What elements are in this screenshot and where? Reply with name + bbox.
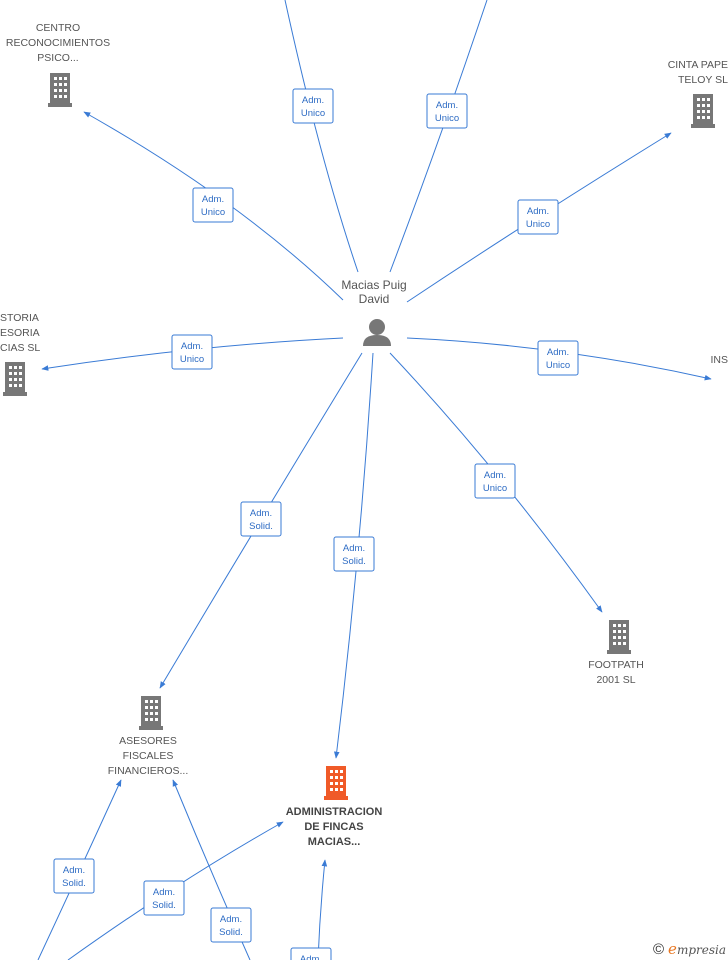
svg-text:Unico: Unico: [180, 354, 204, 365]
svg-text:Solid.: Solid.: [152, 900, 176, 911]
svg-text:Adm.: Adm.: [220, 914, 242, 925]
role-label-asesores: Adm. Solid.: [240, 501, 282, 537]
role-label-gestoria: Adm. Unico: [171, 334, 213, 370]
building-icon-asesores[interactable]: [139, 696, 163, 730]
role-label-bottom-4: Adm.: [290, 947, 332, 960]
svg-text:Adm.: Adm.: [181, 341, 203, 352]
svg-text:Adm.: Adm.: [300, 954, 322, 960]
role-label-top-right: Adm. Unico: [426, 93, 468, 129]
svg-text:Solid.: Solid.: [219, 927, 243, 938]
role-label-bottom-3: Adm. Solid.: [210, 907, 252, 943]
svg-text:Adm.: Adm.: [63, 865, 85, 876]
building-icon-administracion[interactable]: [324, 766, 348, 800]
svg-text:Adm.: Adm.: [250, 508, 272, 519]
building-icon-footpath[interactable]: [607, 620, 631, 654]
svg-text:Solid.: Solid.: [249, 521, 273, 532]
role-label-administracion: Adm. Solid.: [333, 536, 375, 572]
copyright-footer: © empresia: [653, 940, 726, 958]
person-icon[interactable]: [363, 319, 391, 346]
svg-text:Adm.: Adm.: [302, 95, 324, 106]
svg-text:Adm.: Adm.: [436, 100, 458, 111]
edge-bottom-to-administracion-2: [317, 859, 328, 960]
svg-text:Unico: Unico: [526, 219, 550, 230]
svg-text:Unico: Unico: [301, 108, 325, 119]
svg-text:Unico: Unico: [546, 360, 570, 371]
building-icon-centro[interactable]: [48, 73, 72, 107]
role-label-centro: Adm. Unico: [192, 187, 234, 223]
svg-text:Unico: Unico: [201, 207, 225, 218]
role-label-footpath: Adm. Unico: [474, 463, 516, 499]
svg-text:Adm.: Adm.: [547, 347, 569, 358]
role-label-cinta: Adm. Unico: [517, 199, 559, 235]
svg-text:Adm.: Adm.: [527, 206, 549, 217]
svg-text:Adm.: Adm.: [202, 194, 224, 205]
building-icon-cinta[interactable]: [691, 94, 715, 128]
svg-text:Adm.: Adm.: [484, 470, 506, 481]
brand-logo: empresia: [668, 940, 726, 958]
svg-text:Adm.: Adm.: [153, 887, 175, 898]
svg-text:Unico: Unico: [483, 483, 507, 494]
building-icon-gestoria[interactable]: [3, 362, 27, 396]
svg-text:Solid.: Solid.: [342, 556, 366, 567]
role-label-bottom-1: Adm. Solid.: [53, 858, 95, 894]
svg-text:Unico: Unico: [435, 113, 459, 124]
svg-text:Adm.: Adm.: [343, 543, 365, 554]
role-label-top-left: Adm. Unico: [292, 88, 334, 124]
edge-top-left: [284, 0, 359, 273]
company-label-ins[interactable]: INS: [710, 354, 728, 366]
role-label-bottom-2: Adm. Solid.: [143, 880, 185, 916]
role-label-ins: Adm. Unico: [537, 340, 579, 376]
copyright-symbol: ©: [652, 940, 665, 958]
edge-top-right: [389, 0, 488, 273]
svg-text:Solid.: Solid.: [62, 878, 86, 889]
